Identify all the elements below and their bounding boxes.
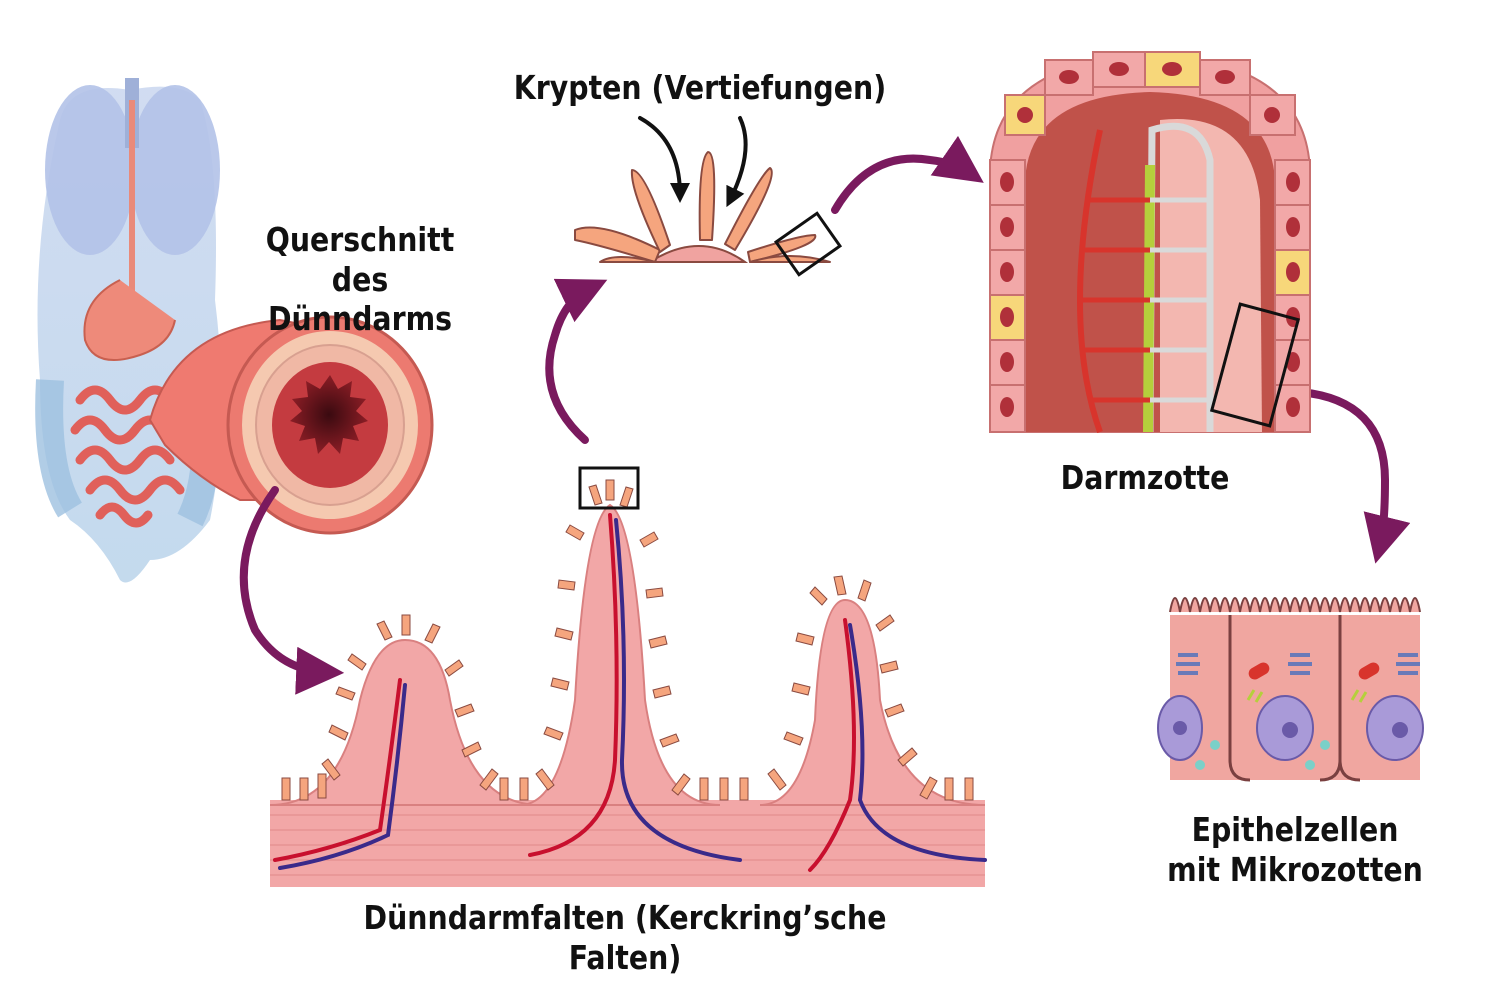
label-krypten: Krypten (Vertiefungen) — [513, 68, 887, 107]
zoom-box-icon — [773, 211, 843, 277]
zoom-box-icon — [578, 466, 640, 510]
darmzotte-illustration — [989, 51, 1311, 434]
label-epithel-line2: mit Mikrozotten — [1167, 849, 1423, 889]
krypten-illustration — [574, 116, 843, 277]
label-darmzotte: Darmzotte — [1060, 458, 1230, 497]
zoom-box-icon — [1209, 302, 1301, 428]
arrow-icon — [239, 486, 345, 695]
arrow-icon — [545, 278, 608, 444]
duenndarmfalten-illustration — [269, 466, 987, 887]
label-epithel-line1: Epithelzellen — [1191, 810, 1399, 849]
body-organs-illustration — [35, 78, 222, 583]
label-querschnitt-line1: Querschnitt des — [265, 220, 455, 299]
intestine-cross-section — [148, 315, 434, 535]
label-duenndarmfalten: Dünndarmfalten (Kerckring’sche Falten) — [363, 898, 887, 977]
label-querschnitt-line2: Dünndarms — [267, 299, 453, 339]
label-querschnitt: Querschnitt des Dünndarms — [235, 220, 484, 339]
arrow-icon — [1296, 388, 1411, 564]
label-epithelzellen: Epithelzellen mit Mikrozotten — [1162, 810, 1429, 889]
flow-arrows — [239, 135, 1411, 695]
epithelial-cells-illustration — [1157, 597, 1424, 782]
arrow-icon — [831, 135, 984, 214]
